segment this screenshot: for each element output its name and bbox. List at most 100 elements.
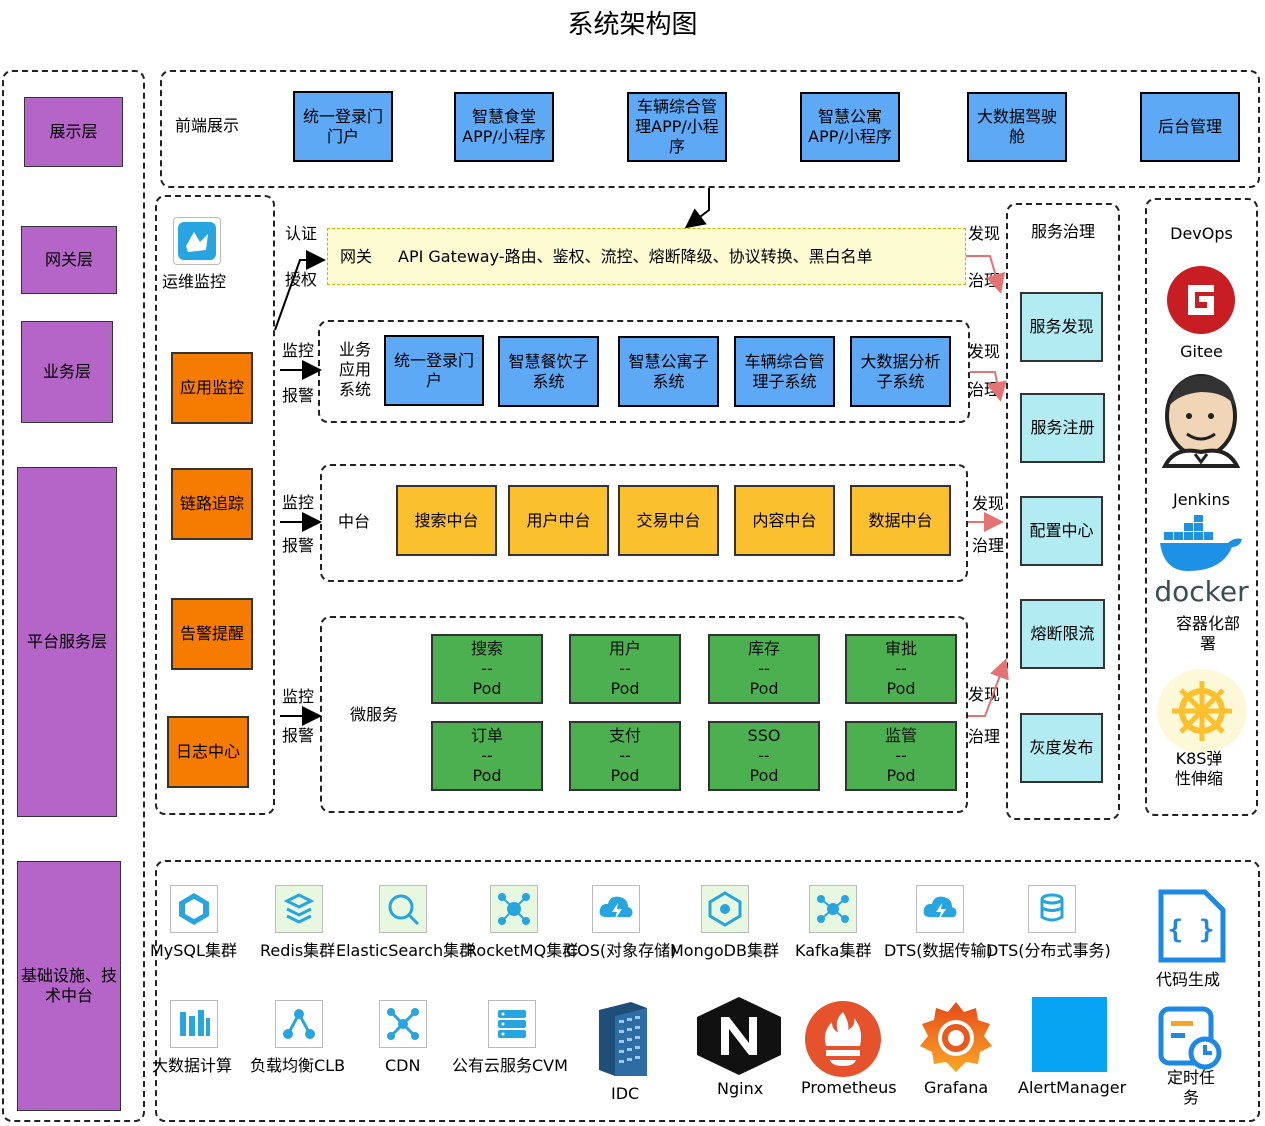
rocketmq-label: RocketMQ集群 bbox=[466, 941, 579, 960]
cos-icon bbox=[592, 885, 640, 933]
middle-content: 内容中台 bbox=[734, 485, 835, 556]
monitor-trace: 链路追踪 bbox=[171, 468, 253, 540]
governance-label: 服务治理 bbox=[1030, 222, 1095, 241]
mongodb-label: MongoDB集群 bbox=[670, 941, 779, 960]
pod-sep: -- bbox=[758, 659, 770, 678]
kafka-icon bbox=[809, 885, 857, 933]
k8s-label: K8S弹性伸缩 bbox=[1174, 749, 1223, 788]
gitee-icon bbox=[1166, 265, 1236, 335]
gitee-label: Gitee bbox=[1180, 342, 1223, 361]
layer-infra: 基础设施、技术中台 bbox=[17, 861, 121, 1111]
pod-user: 用户--Pod bbox=[569, 634, 681, 704]
dts-transaction-icon bbox=[1028, 885, 1076, 933]
pod-tag: Pod bbox=[749, 679, 779, 698]
infra-container bbox=[155, 860, 1260, 1122]
cvm-icon bbox=[488, 1000, 536, 1048]
redis-label: Redis集群 bbox=[260, 941, 336, 960]
jenkins-label: Jenkins bbox=[1173, 490, 1230, 509]
cvm-label: 公有云服务CVM bbox=[452, 1056, 568, 1075]
pod-tag: Pod bbox=[610, 766, 640, 785]
pod-name: 用户 bbox=[608, 639, 641, 658]
pod-sep: -- bbox=[619, 746, 631, 765]
dts-transaction-label: DTS(分布式事务) bbox=[986, 941, 1111, 960]
pod-sep: -- bbox=[481, 746, 493, 765]
monitor-label-3: 监控 bbox=[282, 687, 315, 706]
grafana-icon bbox=[916, 998, 996, 1078]
business-label: 业务应用系统 bbox=[338, 340, 371, 399]
layer-gateway: 网关层 bbox=[21, 226, 117, 294]
docker-wordmark: docker bbox=[1154, 575, 1249, 608]
govern-label-4: 治理 bbox=[968, 727, 1001, 746]
pod-sep: -- bbox=[895, 746, 907, 765]
pod-tag: Pod bbox=[886, 766, 916, 785]
pod-tag: Pod bbox=[472, 766, 502, 785]
nginx-icon bbox=[695, 995, 783, 1077]
auth-label: 认证 bbox=[285, 224, 318, 243]
prometheus-label: Prometheus bbox=[801, 1078, 897, 1097]
monitor-alert: 告警提醒 bbox=[171, 598, 253, 670]
mongodb-icon bbox=[701, 885, 749, 933]
discover-label-2: 发现 bbox=[968, 342, 1001, 361]
authorize-label: 授权 bbox=[285, 270, 318, 289]
pod-sep: -- bbox=[619, 659, 631, 678]
govern-label-3: 治理 bbox=[972, 536, 1005, 555]
frontend-app-apartment: 智慧公寓APP/小程序 bbox=[800, 92, 900, 162]
pod-name: 订单 bbox=[470, 726, 503, 745]
ops-monitor-icon bbox=[173, 217, 221, 265]
cdn-icon bbox=[379, 1000, 427, 1048]
pod-tag: Pod bbox=[749, 766, 779, 785]
gov-canary-release: 灰度发布 bbox=[1020, 713, 1103, 783]
frontend-label: 前端展示 bbox=[175, 116, 240, 135]
frontend-app-login-portal: 统一登录门门户 bbox=[293, 91, 393, 162]
pod-approval: 审批--Pod bbox=[845, 634, 957, 704]
alarm-label-3: 报警 bbox=[282, 726, 315, 745]
prometheus-icon bbox=[804, 1000, 882, 1078]
nginx-label: Nginx bbox=[717, 1079, 764, 1098]
discover-label-1: 发现 bbox=[968, 224, 1001, 243]
kafka-label: Kafka集群 bbox=[795, 941, 872, 960]
business-bigdata: 大数据分析子系统 bbox=[850, 336, 951, 407]
svg-text:{ }: { } bbox=[1168, 915, 1215, 945]
frontend-app-vehicle: 车辆综合管理APP/小程序 bbox=[627, 92, 727, 162]
monitor-log: 日志中心 bbox=[167, 716, 249, 788]
discover-label-3: 发现 bbox=[972, 494, 1005, 513]
alertmanager-icon bbox=[1032, 997, 1107, 1072]
docker-label: 容器化部署 bbox=[1175, 614, 1240, 653]
pod-name: 审批 bbox=[884, 639, 917, 658]
idc-icon bbox=[597, 1000, 649, 1078]
jenkins-icon bbox=[1155, 366, 1247, 470]
pod-tag: Pod bbox=[472, 679, 502, 698]
ops-monitor-label: 运维监控 bbox=[162, 272, 227, 291]
middle-trade: 交易中台 bbox=[618, 485, 719, 556]
layer-presentation: 展示层 bbox=[24, 97, 123, 167]
cos-label: COS(对象存储) bbox=[566, 941, 677, 960]
governance-container bbox=[1006, 203, 1120, 820]
devops-label: DevOps bbox=[1170, 224, 1233, 243]
gov-config: 配置中心 bbox=[1020, 496, 1103, 566]
code-gen-label: 代码生成 bbox=[1156, 970, 1221, 989]
gateway-bar bbox=[327, 228, 966, 285]
k8s-icon bbox=[1156, 668, 1248, 754]
alarm-label-1: 报警 bbox=[282, 386, 315, 405]
pod-inventory: 库存--Pod bbox=[708, 634, 820, 704]
layer-business: 业务层 bbox=[21, 321, 113, 423]
pod-sep: -- bbox=[481, 659, 493, 678]
dts-transfer-icon bbox=[916, 885, 964, 933]
pod-sep: -- bbox=[758, 746, 770, 765]
layer-column bbox=[2, 70, 145, 1122]
alertmanager-label: AlertManager bbox=[1018, 1078, 1127, 1097]
gov-discovery: 服务发现 bbox=[1020, 292, 1103, 362]
pod-name: 监管 bbox=[884, 726, 917, 745]
pod-sep: -- bbox=[895, 659, 907, 678]
scheduled-task-icon bbox=[1157, 1005, 1223, 1071]
gateway-text: API Gateway-路由、鉴权、流控、熔断降级、协议转换、黑白名单 bbox=[398, 247, 873, 266]
elasticsearch-icon bbox=[379, 885, 427, 933]
elasticsearch-label: ElasticSearch集群 bbox=[336, 941, 476, 960]
monitor-app: 应用监控 bbox=[171, 352, 253, 424]
middle-search: 搜索中台 bbox=[396, 485, 497, 556]
idc-label: IDC bbox=[611, 1084, 640, 1103]
pod-tag: Pod bbox=[610, 679, 640, 698]
redis-icon bbox=[275, 885, 323, 933]
scheduled-task-label: 定时任务 bbox=[1166, 1068, 1215, 1107]
grafana-label: Grafana bbox=[924, 1078, 989, 1097]
